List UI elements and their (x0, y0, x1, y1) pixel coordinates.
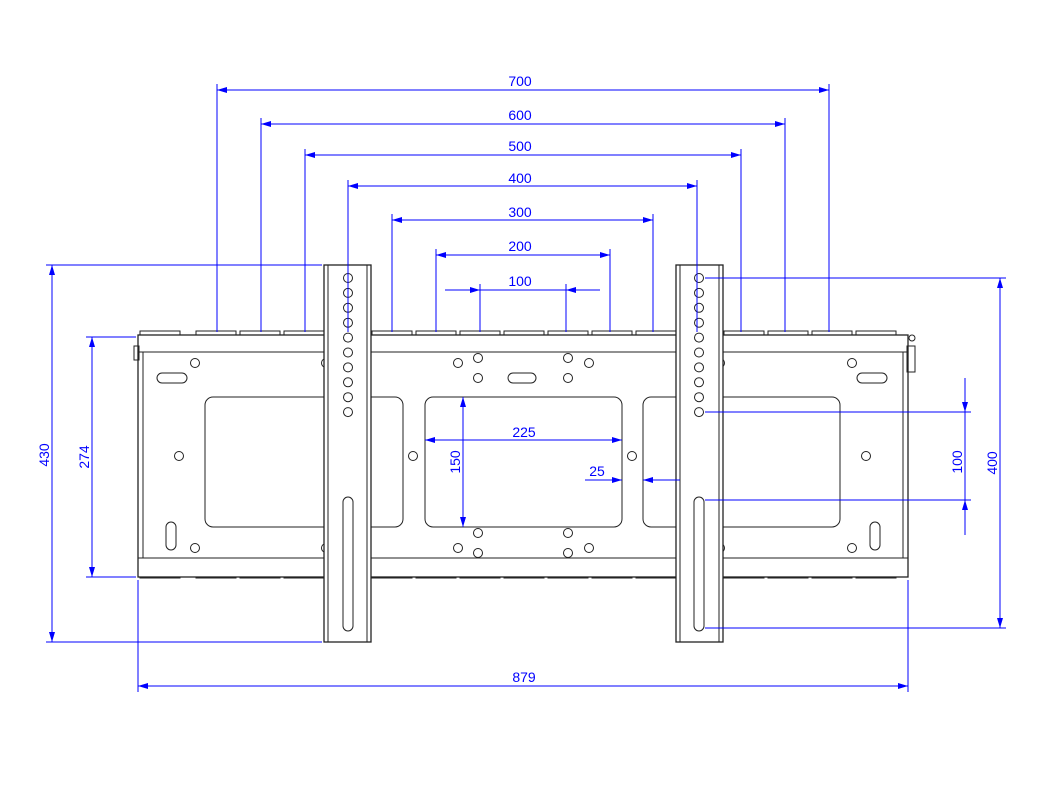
arm-hole (694, 377, 704, 388)
plate-cutout (642, 396, 841, 528)
dim-label-274: 274 (76, 445, 92, 469)
mounting-hole (584, 543, 594, 553)
plate-cutout (204, 396, 404, 528)
dim-label-879: 879 (512, 669, 536, 685)
arm-hole (343, 332, 353, 343)
dimension-lines (46, 84, 1006, 692)
vertical-slot (869, 521, 881, 551)
mounting-hole (473, 528, 483, 538)
arm-hole (343, 392, 353, 403)
arm-hole (694, 347, 704, 358)
mounting-hole (453, 543, 463, 553)
dim-label-430: 430 (36, 443, 52, 467)
mounting-hole (453, 358, 463, 368)
mounting-hole (473, 353, 483, 363)
arm-slot (693, 496, 705, 632)
arm-hole (343, 347, 353, 358)
arm-hole (694, 362, 704, 373)
vertical-slot (165, 521, 177, 551)
mounting-hole (473, 548, 483, 558)
mounting-hole (473, 373, 483, 383)
arm-slot (342, 496, 354, 632)
right-lock-latch (906, 345, 916, 373)
dim-label-400-vertical: 400 (984, 451, 1000, 475)
horizontal-slot (507, 372, 537, 384)
dim-label-600: 600 (508, 107, 532, 123)
vertical-arm (675, 264, 724, 643)
arm-body (675, 264, 724, 643)
dim-label-25: 25 (589, 463, 605, 479)
mounting-hole (847, 358, 857, 368)
mounting-hole (408, 451, 418, 461)
dim-label-400: 400 (508, 170, 532, 186)
mounting-hole (190, 358, 200, 368)
dim-label-150: 150 (447, 450, 463, 474)
left-hook (133, 345, 140, 361)
dim-label-225: 225 (512, 424, 536, 440)
arm-hole (343, 407, 353, 418)
mounting-hole (627, 451, 637, 461)
dim-label-100-vertical: 100 (949, 450, 965, 474)
dim-label-700: 700 (508, 73, 532, 89)
arm-hole (694, 407, 704, 418)
dim-label-500: 500 (508, 138, 532, 154)
mounting-hole (861, 451, 871, 461)
arm-hole (694, 273, 704, 283)
mounting-hole (563, 548, 573, 558)
plate-cutout (424, 396, 623, 528)
dim-label-200: 200 (508, 238, 532, 254)
arm-hole (694, 392, 704, 403)
arm-hole (694, 317, 704, 328)
dim-label-100: 100 (508, 273, 532, 289)
mounting-hole (584, 358, 594, 368)
horizontal-slot (856, 372, 888, 384)
arm-hole (343, 362, 353, 373)
mounting-hole (563, 528, 573, 538)
mounting-hole (190, 543, 200, 553)
horizontal-slot (156, 372, 188, 384)
arm-hole (343, 377, 353, 388)
mounting-hole (563, 373, 573, 383)
arm-hole (694, 302, 704, 313)
mounting-hole (174, 451, 184, 461)
mounting-hole (563, 353, 573, 363)
mounting-hole (847, 543, 857, 553)
lock-pin (908, 334, 916, 342)
arm-hole (694, 332, 704, 343)
mount-parts (133, 264, 916, 643)
dimension-labels: 700 600 500 400 300 200 100 225 150 25 4… (36, 73, 1000, 685)
arm-hole (694, 287, 704, 298)
dim-label-300: 300 (508, 204, 532, 220)
mounting-plate (137, 334, 909, 578)
